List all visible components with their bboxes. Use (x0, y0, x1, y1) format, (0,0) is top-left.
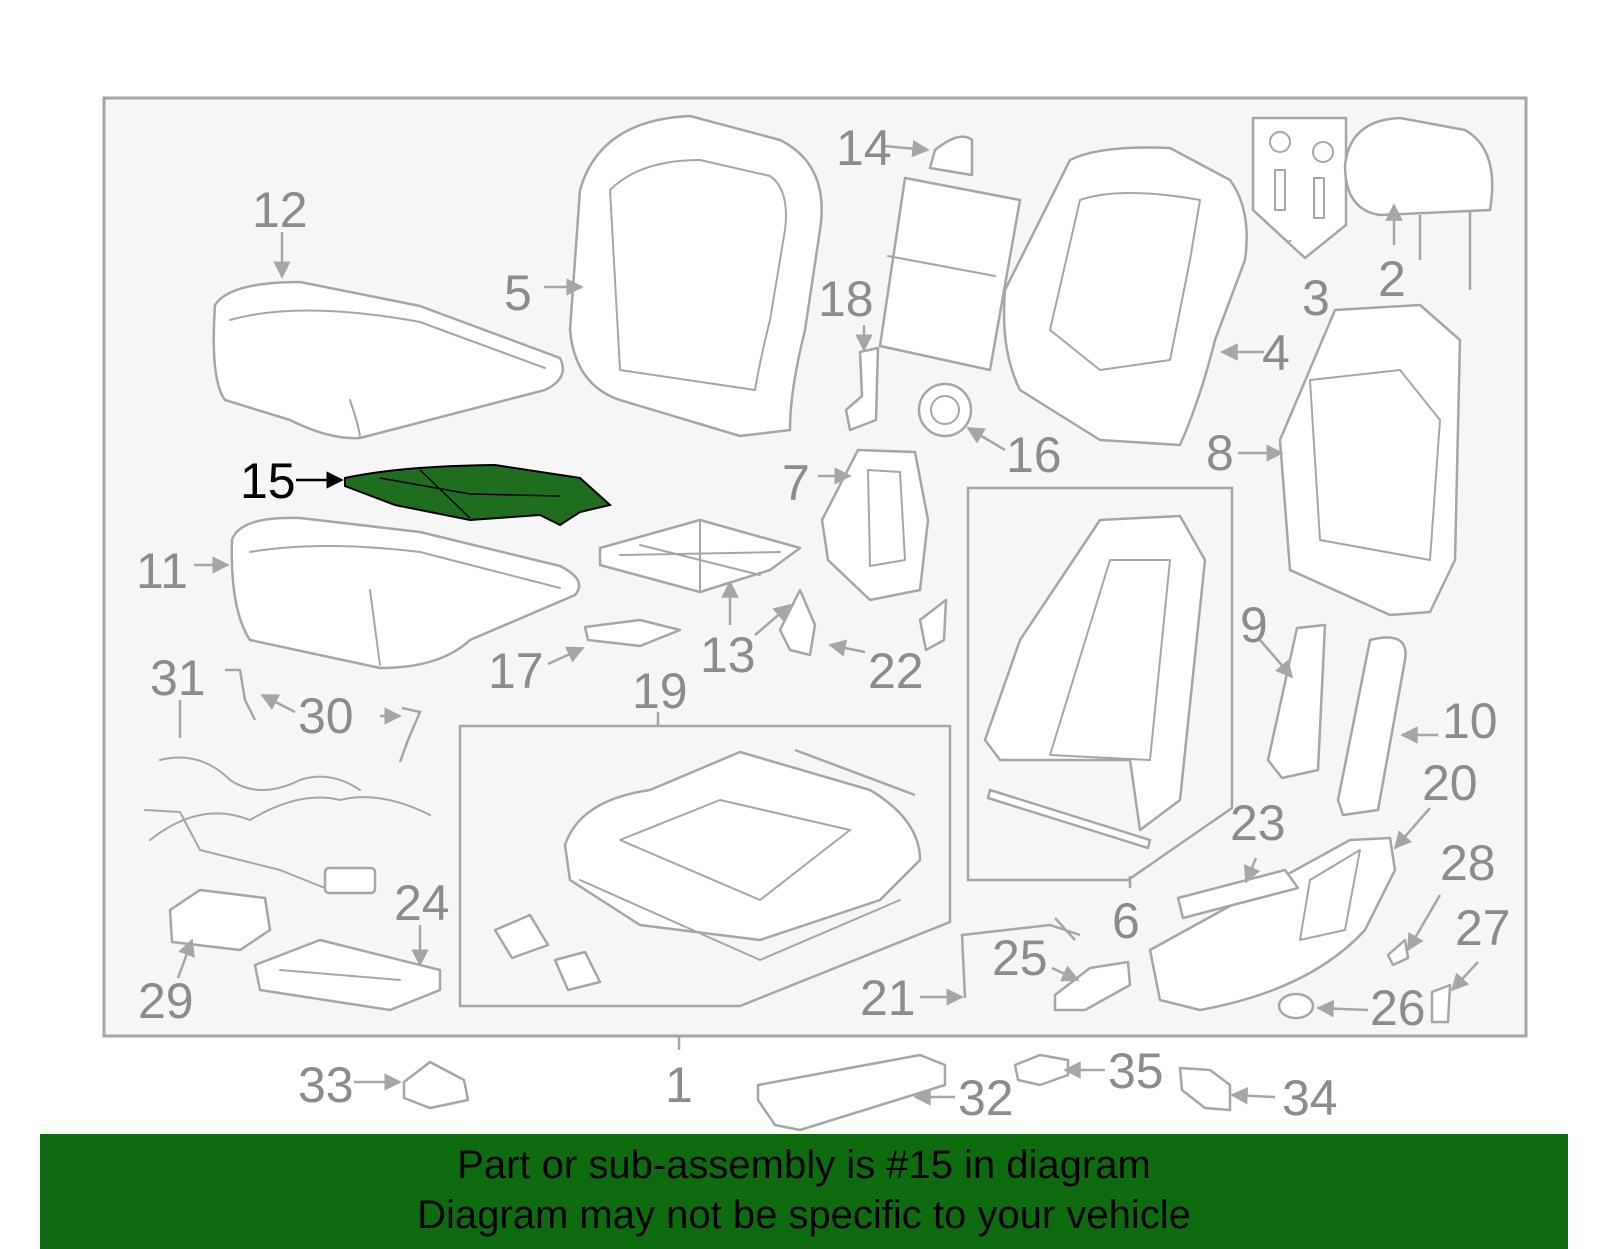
part-26-cap[interactable] (1277, 992, 1315, 1020)
part-3-fasteners[interactable] (1251, 116, 1348, 260)
part-7-recliner[interactable] (820, 448, 930, 602)
label-28: 28 (1440, 835, 1496, 891)
part-34-bezel[interactable] (1178, 1066, 1232, 1112)
part-29-module[interactable] (168, 888, 272, 952)
label-5: 5 (504, 265, 532, 321)
part-22-clip[interactable] (918, 598, 948, 652)
label-7: 7 (782, 455, 810, 511)
label-32: 32 (958, 1070, 1014, 1126)
part-16-actuator[interactable] (917, 382, 973, 438)
part-20-side-shield[interactable] (1148, 836, 1397, 1012)
label-14: 14 (836, 120, 892, 176)
label-26: 26 (1370, 980, 1426, 1036)
label-35: 35 (1108, 1043, 1164, 1099)
label-11: 11 (136, 543, 188, 599)
part-19-track-assembly[interactable] (493, 748, 922, 992)
label-21: 21 (860, 970, 916, 1026)
part-2-headrest[interactable] (1343, 116, 1494, 290)
label-12: 12 (252, 182, 308, 238)
label-29: 29 (138, 973, 194, 1029)
part-30-wire[interactable] (398, 706, 422, 763)
label-16: 16 (1006, 427, 1062, 483)
info-banner: Part or sub-assembly is #15 in diagram D… (40, 1134, 1568, 1249)
label-34: 34 (1282, 1070, 1338, 1126)
part-13-spring-grid[interactable] (598, 518, 802, 594)
part-27-knob[interactable] (1430, 983, 1452, 1024)
part-8-back-panel[interactable] (1278, 303, 1462, 617)
label-24: 24 (394, 875, 450, 931)
label-22: 22 (868, 643, 924, 699)
part-24-bracket[interactable] (253, 938, 442, 1012)
part-17-vent[interactable] (583, 618, 682, 648)
label-1: 1 (665, 1057, 693, 1113)
label-30: 30 (298, 688, 354, 744)
label-13: 13 (700, 627, 756, 683)
part-12-cushion-cover[interactable] (212, 280, 565, 440)
label-10: 10 (1442, 693, 1498, 749)
part-4-seatback-pad[interactable] (1002, 146, 1248, 447)
label-17: 17 (488, 643, 544, 699)
label-23: 23 (1230, 795, 1286, 851)
part-11-cushion-pad[interactable] (230, 516, 581, 670)
part-35-cover[interactable] (1013, 1053, 1070, 1087)
part-14-back-panel[interactable] (878, 135, 1022, 372)
part-25-switch[interactable] (1053, 960, 1132, 1012)
label-33: 33 (298, 1057, 354, 1113)
part-22-bracket[interactable] (778, 588, 817, 657)
label-3: 3 (1302, 270, 1330, 326)
label-31: 31 (150, 650, 206, 706)
label-25: 25 (992, 930, 1048, 986)
part-18-bracket[interactable] (844, 346, 880, 432)
part-5-seatback-cover[interactable] (568, 114, 823, 438)
label-20: 20 (1422, 755, 1478, 811)
part-21-rod[interactable] (960, 917, 1081, 999)
banner-line-1: Part or sub-assembly is #15 in diagram (457, 1143, 1151, 1187)
part-32-trim[interactable] (756, 1053, 947, 1132)
part-15-cushion-pad[interactable] (344, 463, 613, 527)
part-6-seatback-frame[interactable] (983, 514, 1207, 850)
part-10-side-trim[interactable] (1336, 636, 1407, 817)
part-28-knob[interactable] (1386, 938, 1410, 967)
label-19: 19 (632, 663, 688, 719)
label-27: 27 (1455, 900, 1511, 956)
part-31-wire[interactable] (225, 668, 257, 721)
part-9-side-trim[interactable] (1266, 623, 1327, 780)
banner-line-2: Diagram may not be specific to your vehi… (417, 1193, 1191, 1237)
label-15: 15 (240, 453, 296, 509)
label-6: 6 (1112, 893, 1140, 949)
label-8: 8 (1206, 425, 1234, 481)
label-4: 4 (1262, 325, 1290, 381)
part-33-clip[interactable] (402, 1060, 470, 1110)
label-18: 18 (818, 271, 874, 327)
label-2: 2 (1378, 251, 1406, 307)
harness[interactable] (144, 756, 431, 895)
label-9: 9 (1240, 597, 1268, 653)
